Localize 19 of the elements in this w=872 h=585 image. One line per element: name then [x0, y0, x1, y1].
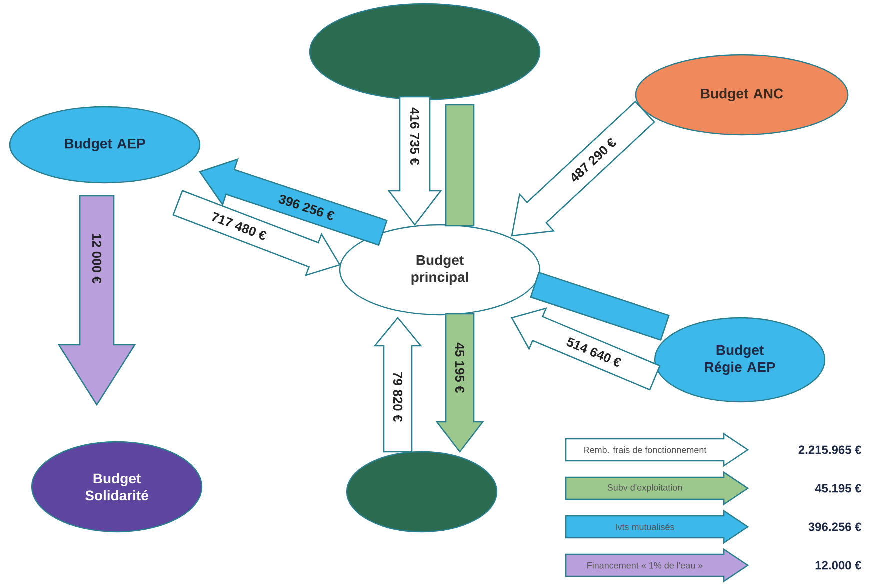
- legend-text: Financement « 1% de l'eau »: [588, 562, 703, 569]
- block-arrow: [445, 104, 475, 227]
- block-arrow: [58, 195, 136, 406]
- edge-label: 79 820 €: [392, 370, 404, 424]
- edge-label: 45 195 €: [454, 342, 466, 394]
- edge-label: 514 640 €: [564, 336, 624, 370]
- edge-label: 717 480 €: [209, 210, 270, 242]
- legend-text: Ivts mutualisés: [616, 524, 674, 530]
- legend-value: 396.256 €: [808, 522, 862, 532]
- edge-label: 487 290 €: [567, 136, 619, 185]
- edge-label: 416 735 €: [409, 106, 421, 166]
- legend-value: 2.215.965 €: [798, 446, 862, 454]
- legend-value: 12.000 €: [816, 561, 862, 570]
- edge-label: 396 256 €: [276, 192, 337, 222]
- legend-text: Subv d'exploitation: [608, 484, 682, 493]
- legend-value: 45.195 €: [815, 484, 862, 493]
- blank-ellipse: [309, 3, 541, 101]
- blank-ellipse: [346, 451, 498, 533]
- legend-text: Remb. frais de fonctionnement: [584, 446, 707, 454]
